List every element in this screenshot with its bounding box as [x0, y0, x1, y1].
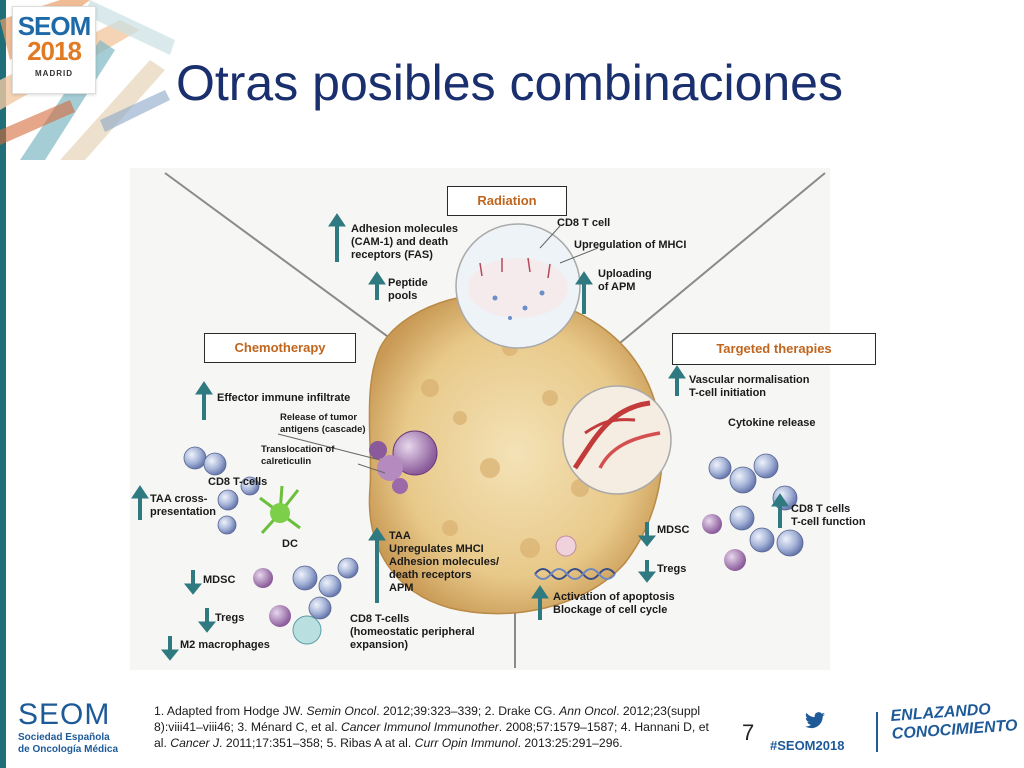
references: 1. Adapted from Hodge JW. Semin Oncol. 2…	[154, 704, 714, 751]
label-cd8-homeostatic: CD8 T-cells (homeostatic peripheral expa…	[350, 613, 475, 651]
seom-2018-logo: SEOM 2018 MADRID	[12, 6, 96, 94]
ref-text: . 2013:25:291–296.	[517, 735, 623, 750]
seom-wordmark: SEOM	[18, 698, 111, 731]
label-cytokine: Cytokine release	[728, 417, 816, 429]
targeted-therapies-box: Targeted therapies	[672, 333, 876, 365]
logo-year-text: 2018	[27, 36, 82, 66]
chemotherapy-box: Chemotherapy	[204, 333, 356, 363]
ref-journal: Curr Opin Immunol	[414, 735, 518, 750]
up-arrow-icon	[575, 271, 593, 314]
label-dc: DC	[282, 538, 298, 550]
radiation-box: Radiation	[447, 186, 567, 216]
label-tregs-right: Tregs	[657, 563, 687, 575]
label-taa-upregulates: TAA Upregulates MHCI Adhesion molecules/…	[389, 530, 500, 594]
ref-text: 1. Adapted from Hodge JW.	[154, 704, 307, 718]
label-vascular: Vascular normalisation T-cell initiation	[689, 374, 810, 399]
up-arrow-icon	[771, 493, 789, 528]
left-accent-strip	[0, 0, 6, 768]
ref-text: . 2012;39:323–339; 2. Drake CG.	[376, 704, 560, 718]
slide-title: Otras posibles combinaciones	[176, 55, 843, 111]
ref-text: . 2008;57:1579–1587; 4. Hannani D, et al…	[154, 719, 709, 750]
logo-city-text: MADRID	[35, 69, 73, 78]
up-arrow-icon	[195, 381, 213, 420]
label-cd8-left: CD8 T-cells	[208, 476, 268, 488]
hashtag: #SEOM2018	[770, 738, 845, 753]
enlazando-conocimiento-tagline: ENLAZANDO CONOCIMIENTO	[890, 699, 1018, 744]
label-uploading-apm: Uploading of APM	[598, 268, 652, 293]
up-arrow-icon	[131, 485, 149, 520]
page-number: 7	[742, 720, 755, 745]
down-arrow-icon	[183, 570, 203, 595]
up-arrow-icon	[328, 213, 346, 262]
label-apoptosis: Activation of apoptosis Blockage of cell…	[553, 591, 675, 616]
ref-text: . 2011;17:351–358; 5. Ribas A at al.	[219, 735, 415, 750]
seom-subtitle-2: de Oncología Médica	[18, 744, 119, 755]
direction-arrows	[131, 213, 789, 661]
up-arrow-icon	[668, 365, 686, 396]
up-arrow-icon	[368, 271, 386, 300]
combination-diagram: Radiation Chemotherapy Targeted therapie…	[130, 168, 876, 670]
ref-journal: Cancer Immunol Immunother	[340, 719, 499, 734]
footer-divider	[876, 712, 878, 752]
label-m2-macrophages: M2 macrophages	[180, 639, 270, 651]
ref-journal: Ann Oncol	[559, 704, 617, 718]
label-release-tumor-antigens: Release of tumor antigens (cascade)	[280, 412, 366, 435]
up-arrow-icon	[531, 585, 549, 620]
ref-journal: Cancer J	[170, 735, 220, 750]
label-mdsc-left: MDSC	[203, 574, 236, 586]
label-mdsc-right: MDSC	[657, 524, 690, 536]
ref-text: . 2012;23(suppl 8):viii41–viii46; 3. Mén…	[154, 704, 701, 734]
twitter-bird-icon	[805, 712, 825, 729]
down-arrow-icon	[197, 608, 217, 633]
label-peptide-pools: Peptide pools	[388, 277, 428, 302]
label-effector: Effector immune infiltrate	[217, 392, 351, 404]
diagram-artwork	[130, 168, 830, 670]
down-arrow-icon	[637, 522, 657, 547]
ref-journal: Semin Oncol	[306, 704, 377, 718]
down-arrow-icon	[637, 560, 657, 583]
label-cd8-right: CD8 T cells T-cell function	[791, 503, 866, 528]
seom-subtitle-1: Sociedad Española	[18, 732, 110, 743]
label-tregs-left: Tregs	[215, 612, 245, 624]
label-translocation: Translocation of calreticulin	[261, 444, 335, 467]
seom-footer-logo: SEOM Sociedad Española de Oncología Médi…	[18, 700, 118, 756]
label-cd8-top: CD8 T cell	[557, 217, 611, 229]
up-arrow-icon	[368, 527, 386, 603]
label-taa-cross: TAA cross- presentation	[150, 493, 217, 518]
label-upregulation-mhci: Upregulation of MHCI	[574, 239, 687, 251]
down-arrow-icon	[160, 636, 180, 661]
logo-seom-text: SEOM	[17, 11, 92, 41]
label-adhesion: Adhesion molecules (CAM-1) and death rec…	[351, 223, 458, 261]
